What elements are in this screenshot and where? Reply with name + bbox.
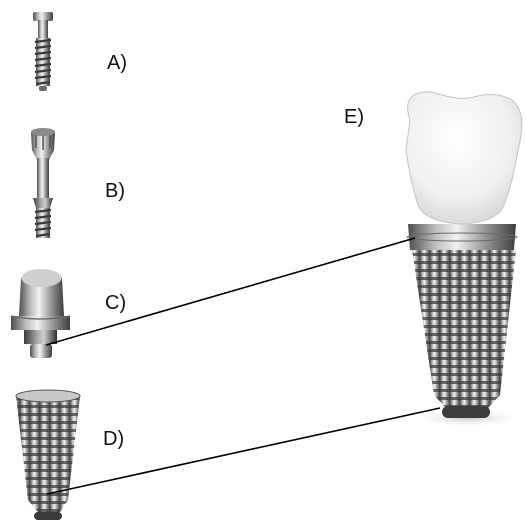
- crown-icon: [406, 92, 522, 224]
- abutment-cap-icon: [11, 269, 70, 358]
- abutment-screw-icon: [33, 12, 53, 91]
- screw-thread-icon: [35, 38, 51, 86]
- label-c: C): [105, 293, 126, 313]
- assembled-implant-crown-icon: [406, 92, 523, 428]
- abutment-post-icon: [31, 128, 55, 238]
- implant-fixture-icon: [16, 390, 80, 520]
- label-b: B): [105, 181, 125, 201]
- label-d: D): [103, 429, 124, 449]
- label-a: A): [107, 53, 127, 73]
- label-e: E): [344, 107, 364, 127]
- leader-line-d-to-e: [47, 408, 440, 494]
- leader-line-c-to-e: [46, 238, 415, 345]
